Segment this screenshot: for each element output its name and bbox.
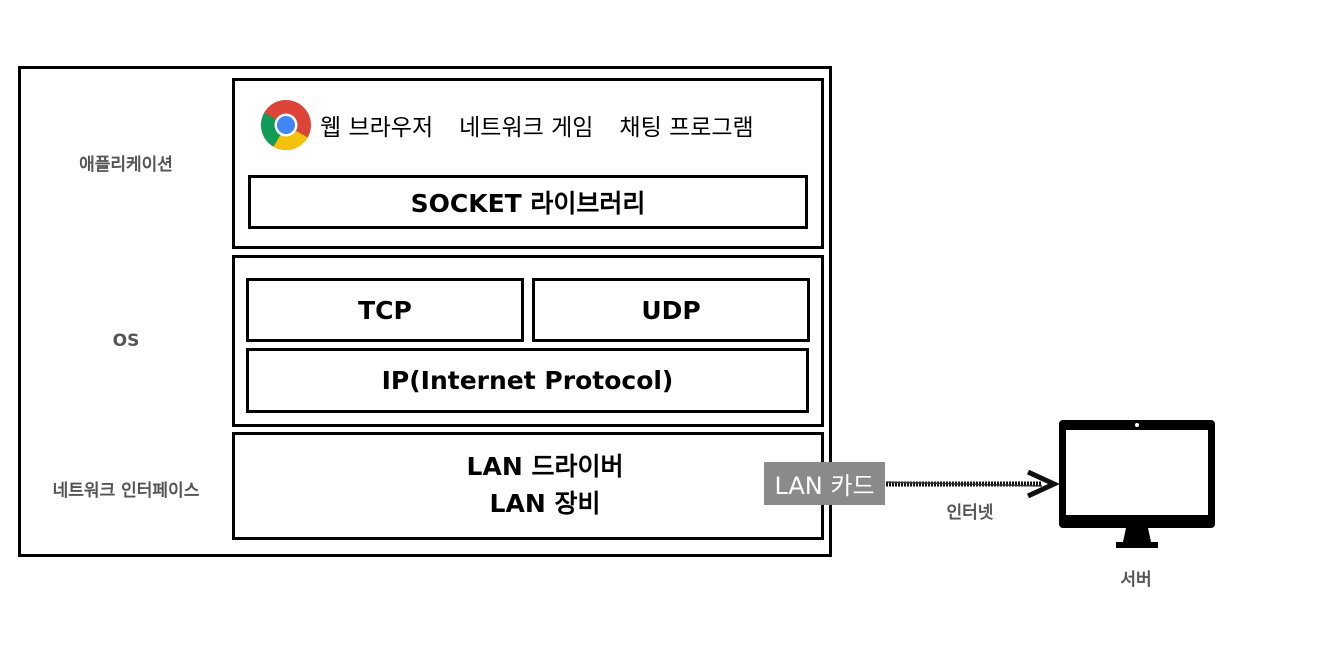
layer-label-network-interface: 네트워크 인터페이스 [52,481,200,501]
monitor-icon [1059,420,1215,548]
lan-card-badge: LAN 카드 [764,462,885,505]
lan-driver-label: LAN 드라이버 [466,452,624,481]
lan-device-label: LAN 장비 [489,489,601,518]
layer-label-os: OS [112,331,140,351]
ip-box: IP(Internet Protocol) [246,348,809,413]
application-list: 웹 브라우저 네트워크 게임 채팅 프로그램 [260,98,754,152]
lan-card-label: LAN 카드 [774,472,875,500]
app-web-browser: 웹 브라우저 [320,115,434,141]
tcp-label: TCP [358,295,412,325]
chrome-icon [260,99,312,151]
udp-box: UDP [532,278,810,342]
ip-label: IP(Internet Protocol) [381,366,674,395]
udp-label: UDP [641,295,701,325]
lan-text-block: LAN 드라이버 LAN 장비 [420,448,670,522]
server-label: 서버 [1120,570,1152,590]
internet-label: 인터넷 [946,503,994,523]
socket-library-label: SOCKET 라이브러리 [410,189,646,218]
layer-label-application: 애플리케이션 [79,155,173,175]
socket-library-box: SOCKET 라이브러리 [248,175,808,229]
internet-arrow [885,469,1060,499]
network-interface-layer-box [232,432,824,540]
app-chat-program: 채팅 프로그램 [619,115,754,141]
app-network-game: 네트워크 게임 [459,115,594,141]
tcp-box: TCP [246,278,524,342]
